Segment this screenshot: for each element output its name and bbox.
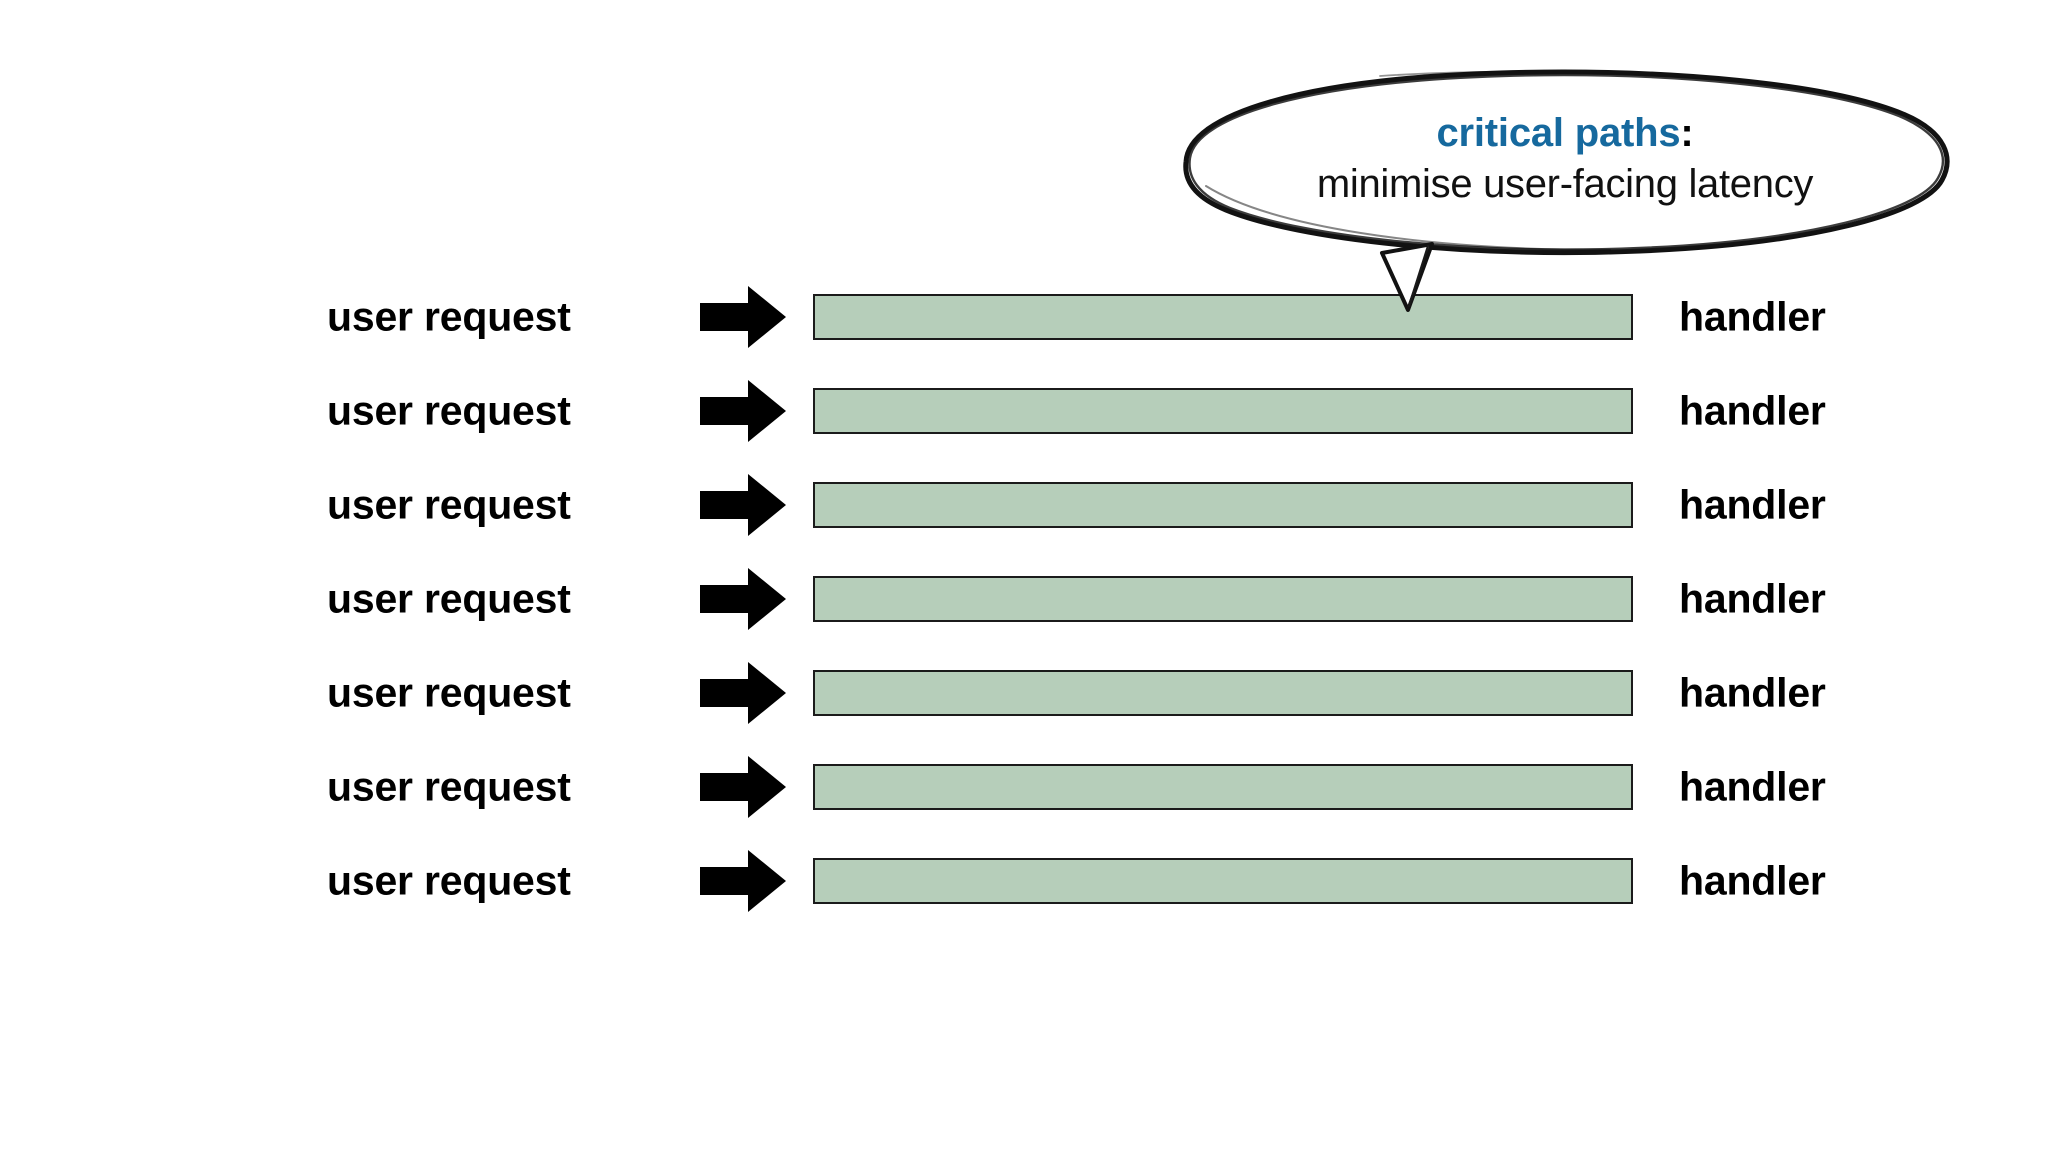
pipeline-row: user request handler	[0, 285, 2048, 349]
right-arrow-icon	[700, 286, 786, 348]
handler-label: handler	[1679, 669, 1826, 716]
pipeline-row: user request handler	[0, 379, 2048, 443]
right-arrow-icon	[700, 850, 786, 912]
right-arrow-icon	[700, 756, 786, 818]
right-arrow-icon	[700, 474, 786, 536]
user-request-label: user request	[327, 575, 571, 622]
pipeline-row: user request handler	[0, 849, 2048, 913]
handler-bar	[813, 858, 1633, 904]
handler-label: handler	[1679, 857, 1826, 904]
user-request-label: user request	[327, 293, 571, 340]
right-arrow-icon	[700, 380, 786, 442]
pipeline-row: user request handler	[0, 567, 2048, 631]
right-arrow-icon	[700, 662, 786, 724]
handler-label: handler	[1679, 293, 1826, 340]
handler-bar	[813, 670, 1633, 716]
user-request-label: user request	[327, 387, 571, 434]
pipeline-row: user request handler	[0, 661, 2048, 725]
user-request-label: user request	[327, 669, 571, 716]
handler-label: handler	[1679, 481, 1826, 528]
handler-bar	[813, 294, 1633, 340]
handler-bar	[813, 388, 1633, 434]
callout-speech-bubble: critical paths: minimise user-facing lat…	[1170, 58, 1960, 318]
handler-bar	[813, 576, 1633, 622]
handler-bar	[813, 482, 1633, 528]
user-request-label: user request	[327, 481, 571, 528]
handler-label: handler	[1679, 763, 1826, 810]
handler-bar	[813, 764, 1633, 810]
user-request-label: user request	[327, 763, 571, 810]
handler-label: handler	[1679, 575, 1826, 622]
hand-drawn-ellipse-icon	[1183, 69, 1950, 312]
handler-label: handler	[1679, 387, 1826, 434]
right-arrow-icon	[700, 568, 786, 630]
user-request-label: user request	[327, 857, 571, 904]
pipeline-row: user request handler	[0, 473, 2048, 537]
pipeline-row: user request handler	[0, 755, 2048, 819]
